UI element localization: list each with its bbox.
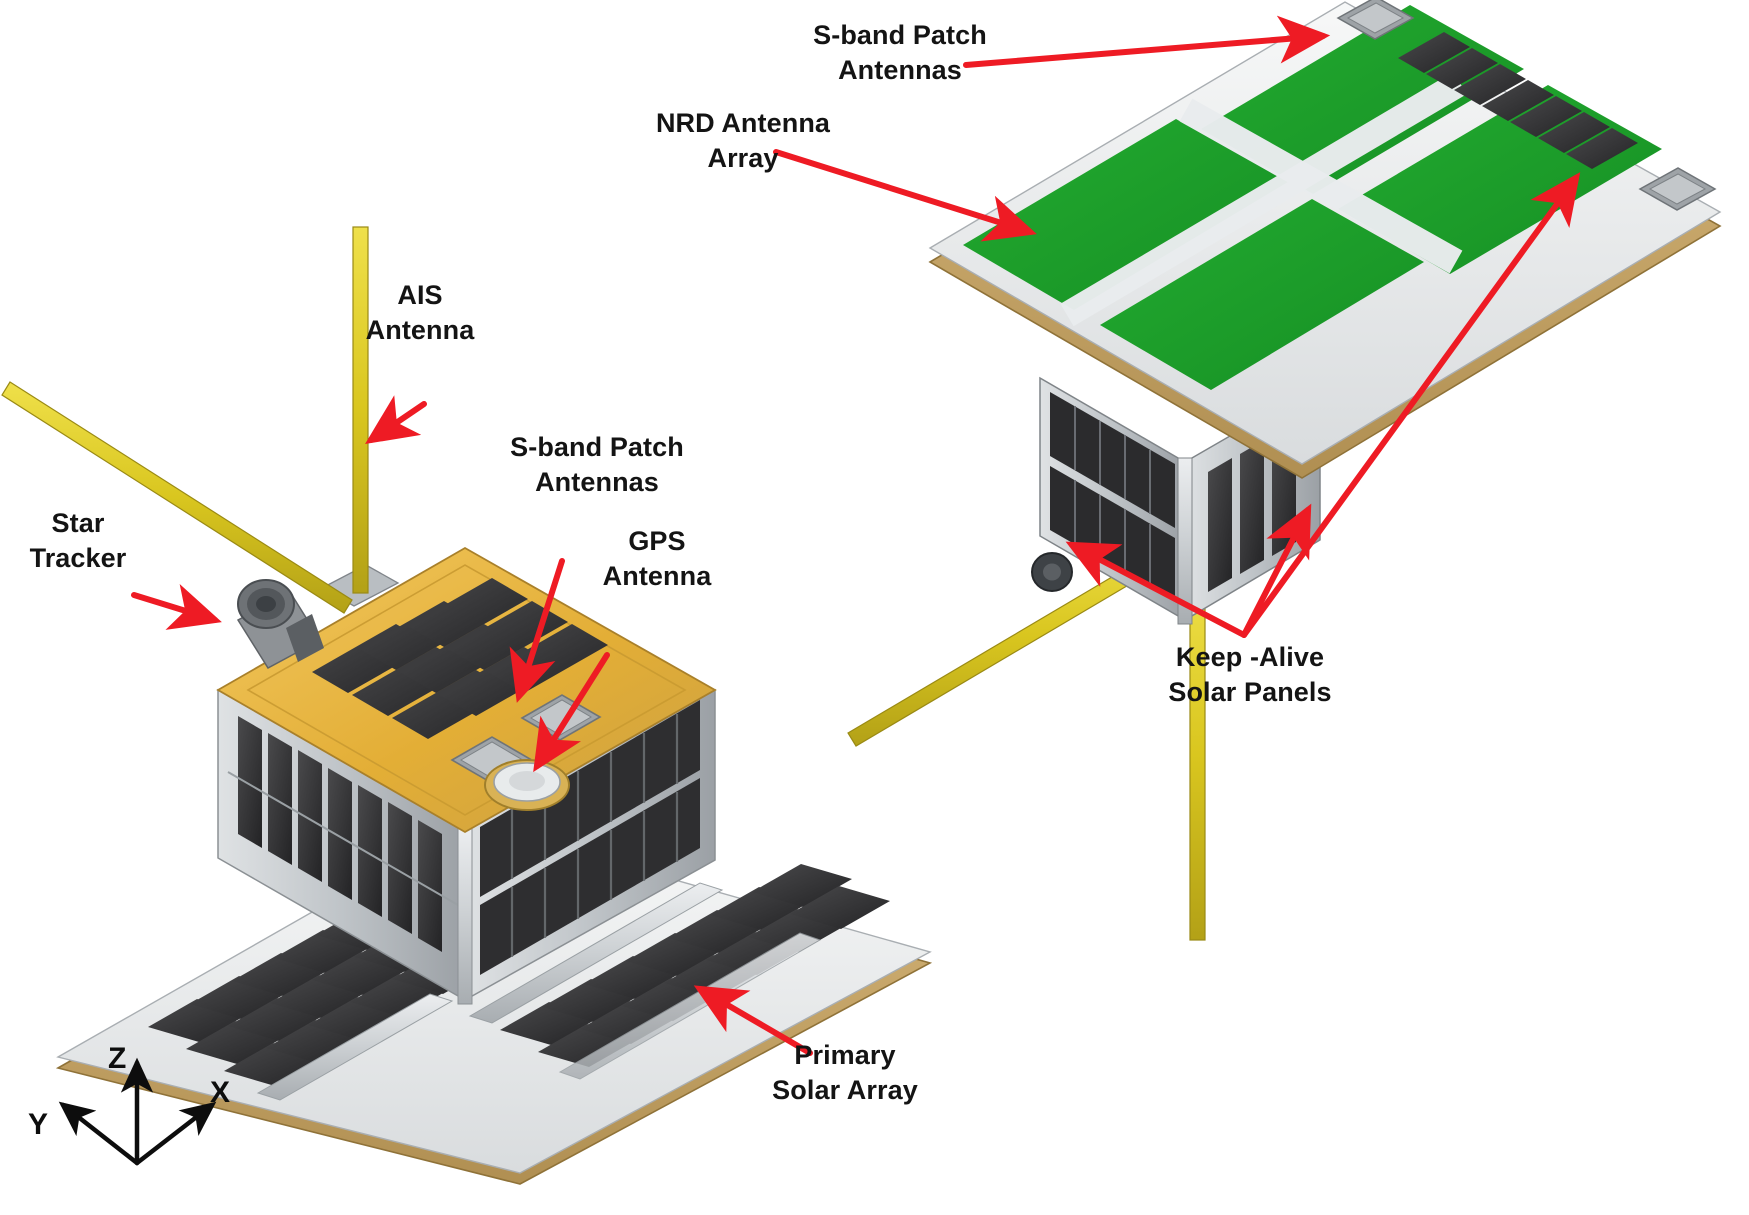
arrow-s-band-right bbox=[963, 15, 1331, 68]
right-ais-mast-vertical bbox=[1189, 569, 1206, 941]
star-tracker bbox=[236, 579, 324, 669]
axis-triad bbox=[58, 1057, 217, 1166]
axis-x-arrow bbox=[134, 1101, 217, 1166]
arrow-ais-antenna bbox=[365, 395, 427, 445]
axis-label-y: Y bbox=[28, 1108, 49, 1141]
axis-label-z: Z bbox=[108, 1042, 127, 1075]
arrow-keep-alive-2 bbox=[1241, 503, 1312, 638]
bus-side-cells-right bbox=[480, 700, 700, 975]
s-band-patch-antenna-2 bbox=[450, 736, 532, 783]
nrd-cross-separator bbox=[1060, 71, 1467, 327]
arrow-nrd-array bbox=[773, 149, 1037, 242]
nrd-panel-1 bbox=[963, 119, 1288, 310]
primary-array-cells-right bbox=[468, 864, 890, 1080]
right-deck-edge-cells bbox=[1398, 32, 1638, 169]
axis-y-arrow bbox=[58, 1101, 140, 1166]
label-nrd-antenna-array: NRD Antenna Array bbox=[655, 108, 831, 174]
arrow-keep-alive-3 bbox=[1065, 541, 1247, 638]
arrow-star-tracker bbox=[131, 583, 222, 630]
arrow-s-band-left bbox=[509, 558, 565, 703]
label-star-tracker: Star Tracker bbox=[29, 508, 127, 574]
right-s-band-patch-1 bbox=[1336, 0, 1415, 40]
nrd-panel-3 bbox=[1100, 199, 1424, 390]
arrow-gps-antenna bbox=[533, 652, 610, 773]
arrow-primary-solar-array bbox=[693, 985, 813, 1056]
label-ais-antenna: AIS Antenna bbox=[365, 280, 475, 346]
label-gps-antenna: GPS Antenna bbox=[602, 526, 712, 592]
axis-label-x: X bbox=[210, 1076, 231, 1109]
label-primary-solar-array: Primary Solar Array bbox=[772, 1040, 918, 1106]
callout-arrows bbox=[131, 15, 1581, 1056]
nrd-antenna-array-deck bbox=[928, 0, 1722, 479]
label-keep-alive-solar-panels: Keep -Alive Solar Panels bbox=[1168, 642, 1332, 708]
label-s-band-patch-antennas-left: S-band Patch Antennas bbox=[510, 432, 684, 498]
ais-antenna-boom bbox=[1, 381, 353, 614]
keep-alive-cells-left bbox=[1050, 392, 1175, 602]
label-s-band-patch-antennas-right: S-band Patch Antennas bbox=[813, 20, 987, 86]
bus-side-cells-left bbox=[227, 716, 459, 952]
right-satellite-view bbox=[847, 0, 1722, 941]
nrd-cross-separator-2 bbox=[1179, 98, 1463, 274]
gps-antenna bbox=[484, 759, 570, 811]
right-s-band-patch-2 bbox=[1638, 167, 1717, 211]
